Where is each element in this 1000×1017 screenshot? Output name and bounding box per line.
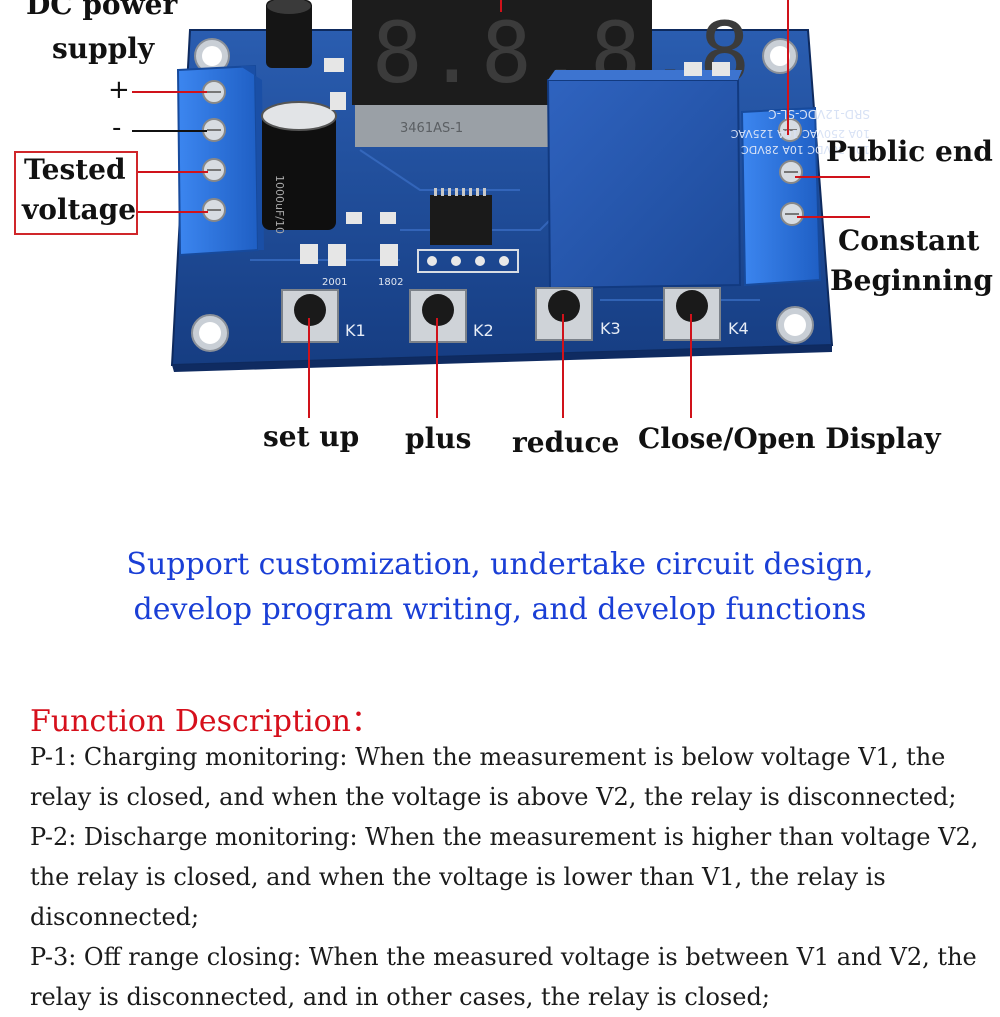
plus-pointer-line — [132, 91, 207, 93]
dc-power-label-line1: DC power — [26, 0, 178, 21]
button-label-k2: K2 — [473, 321, 494, 340]
smd-components — [300, 58, 730, 266]
push-buttons — [281, 287, 721, 343]
capacitor-label: 1000uF/10 — [273, 175, 286, 234]
button-k2 — [409, 289, 467, 343]
display-toggle-pointer-line — [690, 314, 692, 418]
close-open-display-label: Close/Open Display — [638, 422, 941, 455]
relay-rating-1: 10A 250VAC 10A 125VAC — [730, 127, 870, 140]
setup-label: set up — [263, 420, 360, 453]
plus-button-pointer-line — [436, 318, 438, 418]
button-label-k4: K4 — [728, 319, 749, 338]
resistor-code-2: 1802 — [378, 277, 403, 288]
capacitors: 1000uF/10 — [261, 0, 337, 234]
constant-pointer-line — [797, 216, 870, 218]
product-photo: 8.8.8.8 3461AS-1 1000uF/10 SRD-12VDC-SL-… — [0, 0, 1000, 380]
button-label-k1: K1 — [345, 321, 366, 340]
minus-pointer-line — [132, 130, 207, 132]
display-model-text: 3461AS-1 — [400, 121, 463, 136]
button-k4 — [663, 287, 721, 341]
resistor-code-1: 2001 — [322, 277, 347, 288]
setup-pointer-line — [308, 318, 310, 418]
function-paragraph-p1: P-1: Charging monitoring: When the measu… — [30, 743, 957, 811]
function-paragraph-p2: P-2: Discharge monitoring: When the meas… — [30, 823, 979, 931]
public-end-label: Public end — [826, 135, 993, 168]
dc-power-label-line2: supply — [52, 32, 155, 65]
button-label-k3: K3 — [600, 319, 621, 338]
function-paragraph-p3: P-3: Off range closing: When the measure… — [30, 943, 977, 1011]
header-pins — [417, 249, 519, 273]
plus-label: plus — [405, 422, 472, 455]
tested-voltage-box — [14, 151, 138, 235]
tested-voltage-label-line2: voltage — [22, 193, 137, 226]
button-k1 — [281, 289, 339, 343]
relay-top-pointer-line — [787, 0, 789, 135]
relay-model-text: SRD-12VDC-SL-C — [768, 107, 870, 121]
button-k3 — [535, 287, 593, 341]
public-end-pointer-line — [795, 176, 870, 178]
slogan-line-1: Support customization, undertake circuit… — [126, 547, 874, 582]
reduce-label: reduce — [512, 426, 620, 459]
constant-beginning-label-line1: Constant — [838, 224, 980, 257]
display-pointer-line — [500, 0, 502, 12]
constant-beginning-label-line2: Beginning — [830, 264, 993, 297]
relay-module-illustration: 8.8.8.8 3461AS-1 1000uF/10 SRD-12VDC-SL-… — [170, 0, 870, 372]
ic-chip — [430, 188, 492, 245]
tested-pointer-line-1 — [138, 171, 208, 173]
right-terminal-block — [740, 106, 822, 287]
tested-voltage-label-line1: Tested — [24, 153, 126, 186]
relay-rating-2: 10A 30VDC 10A 28VDC — [741, 143, 870, 156]
left-terminal-block — [176, 64, 264, 257]
plus-sign: + — [108, 75, 130, 105]
tested-pointer-line-2 — [138, 211, 208, 213]
function-description-title: Function Description： — [30, 704, 382, 739]
minus-sign: - — [112, 113, 122, 143]
reduce-pointer-line — [562, 314, 564, 418]
slogan-line-2: develop program writing, and develop fun… — [133, 592, 867, 627]
